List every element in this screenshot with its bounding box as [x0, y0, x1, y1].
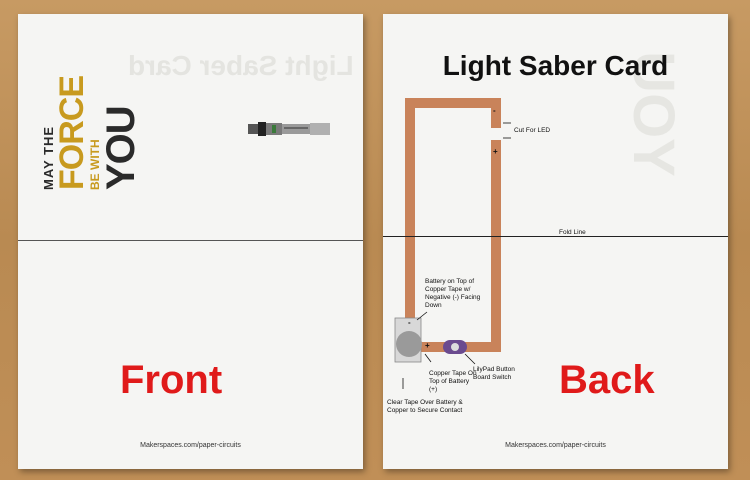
ghost-title-show-through: Light Saber Card [128, 50, 354, 81]
lightsaber-hilt-icon [248, 122, 330, 136]
fold-line-back [383, 236, 728, 237]
back-sheet: YOU Light Saber Card - + - + Cut For LED… [383, 14, 728, 469]
front-footer-url: Makerspaces.com/paper-circuits [140, 442, 241, 449]
led-minus-sign: - [493, 106, 496, 115]
battery-minus-sign: - [408, 318, 411, 327]
back-label: Back [559, 358, 655, 402]
cut-for-led-note: Cut For LED [514, 127, 551, 134]
battery-note: Battery on Top of Copper Tape w/ Negativ… [425, 278, 481, 310]
copper-tape-circuit [394, 98, 511, 389]
led-plus-sign: + [493, 147, 498, 156]
logo-line-2: FORCE [52, 76, 91, 190]
front-sheet: Light Saber Card MAY THE FORCE BE WITH Y… [18, 14, 363, 469]
logo-line-4: YOU [98, 106, 143, 190]
back-footer-url: Makerspaces.com/paper-circuits [505, 442, 606, 449]
copper-tape-note: Copper Tape On Top of Battery (+) [429, 370, 477, 394]
card-title: Light Saber Card [442, 50, 669, 81]
front-label: Front [120, 358, 223, 402]
lilypad-switch-note: LilyPad Button Board Switch [473, 366, 515, 382]
fold-line-front [18, 240, 363, 241]
clear-tape-note: Clear Tape Over Battery & Copper to Secu… [387, 399, 463, 415]
battery-plus-sign: + [425, 341, 430, 350]
may-the-force-logo: MAY THE FORCE BE WITH YOU [36, 72, 146, 190]
fold-line-label: Fold Line [559, 229, 586, 236]
